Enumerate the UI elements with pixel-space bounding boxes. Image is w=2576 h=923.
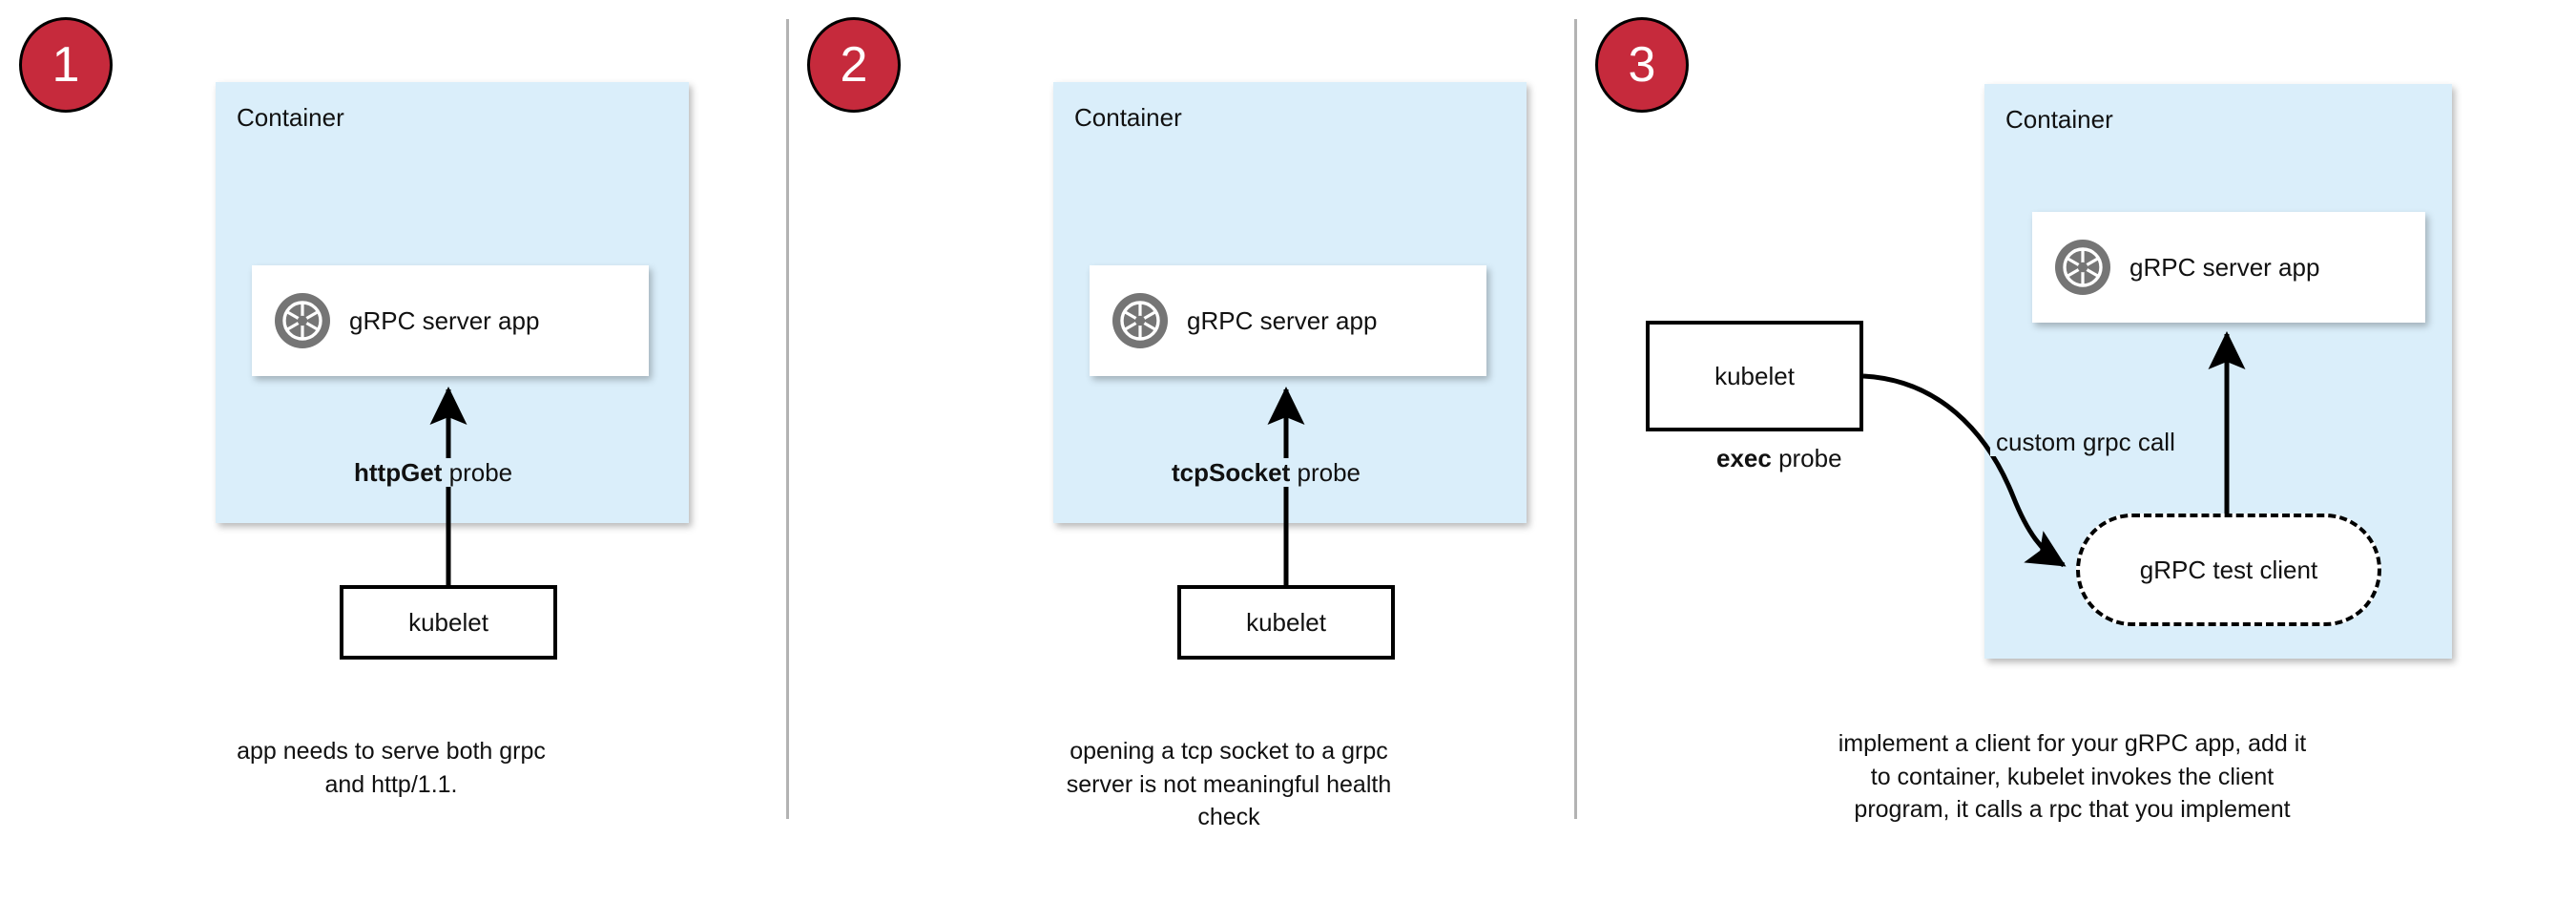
step-badge-1: 1 (19, 17, 113, 113)
grpc-server-app-card-2: gRPC server app (1090, 265, 1486, 376)
probe-keyword: tcpSocket (1172, 458, 1291, 487)
kubelet-box-3: kubelet (1646, 321, 1863, 431)
caption-line: server is not meaningful health (1066, 770, 1392, 798)
container-label: Container (2005, 105, 2113, 134)
probe-suffix: probe (442, 458, 513, 487)
tcpsocket-probe-label-overlay: tcpSocket probe (1166, 458, 1366, 487)
step-number: 1 (52, 37, 80, 93)
app-card-label: gRPC server app (2129, 252, 2320, 282)
panel-divider-1 (786, 19, 789, 819)
caption-line: opening a tcp socket to a grpc (1070, 738, 1388, 765)
grpc-aperture-icon (1112, 293, 1168, 348)
panel-2: 2 Container (788, 0, 1574, 923)
panel-1-caption: app needs to serve both grpc and http/1.… (153, 735, 630, 801)
caption-line: program, it calls a rpc that you impleme… (1854, 796, 2291, 823)
custom-grpc-call-label-overlay: custom grpc call (1990, 428, 2181, 456)
panel-divider-2 (1574, 19, 1577, 819)
panel-3: 3 Container (1576, 0, 2576, 923)
container-label: Container (1074, 103, 1182, 132)
httpget-probe-label-overlay: httpGet probe (348, 458, 519, 487)
grpc-aperture-icon (275, 293, 330, 348)
kubelet-label: kubelet (1246, 607, 1326, 637)
grpc-test-client-box: gRPC test client (2076, 514, 2381, 626)
caption-line: and http/1.1. (324, 770, 458, 798)
probe-keyword: exec (1716, 444, 1772, 472)
app-card-label: gRPC server app (1187, 305, 1378, 335)
probe-suffix: probe (1290, 458, 1361, 487)
panel-3-caption: implement a client for your gRPC app, ad… (1729, 727, 2416, 827)
panel-2-caption: opening a tcp socket to a grpc server is… (990, 735, 1467, 834)
grpc-test-client-label: gRPC test client (2139, 555, 2318, 584)
probe-keyword: httpGet (354, 458, 443, 487)
grpc-aperture-icon (2055, 240, 2110, 295)
step-number: 2 (840, 37, 868, 93)
step-badge-3: 3 (1595, 17, 1689, 113)
container-label: Container (237, 103, 344, 132)
caption-line: to container, kubelet invokes the client (1870, 763, 2275, 790)
probe-suffix: probe (1771, 444, 1842, 472)
exec-probe-label-overlay: exec probe (1713, 444, 1846, 472)
panel-1: 1 Container (0, 0, 786, 923)
step-number: 3 (1628, 37, 1656, 93)
grpc-server-app-card-3: gRPC server app (2032, 212, 2425, 323)
caption-line: check (1197, 804, 1260, 830)
grpc-server-app-card-1: gRPC server app (252, 265, 649, 376)
kubelet-box-1: kubelet (340, 585, 557, 660)
kubelet-label: kubelet (408, 607, 488, 637)
kubelet-box-2: kubelet (1177, 585, 1395, 660)
caption-line: app needs to serve both grpc (237, 738, 546, 765)
app-card-label: gRPC server app (349, 305, 540, 335)
step-badge-2: 2 (807, 17, 901, 113)
caption-line: implement a client for your gRPC app, ad… (1838, 730, 2307, 757)
kubelet-label: kubelet (1714, 361, 1795, 390)
